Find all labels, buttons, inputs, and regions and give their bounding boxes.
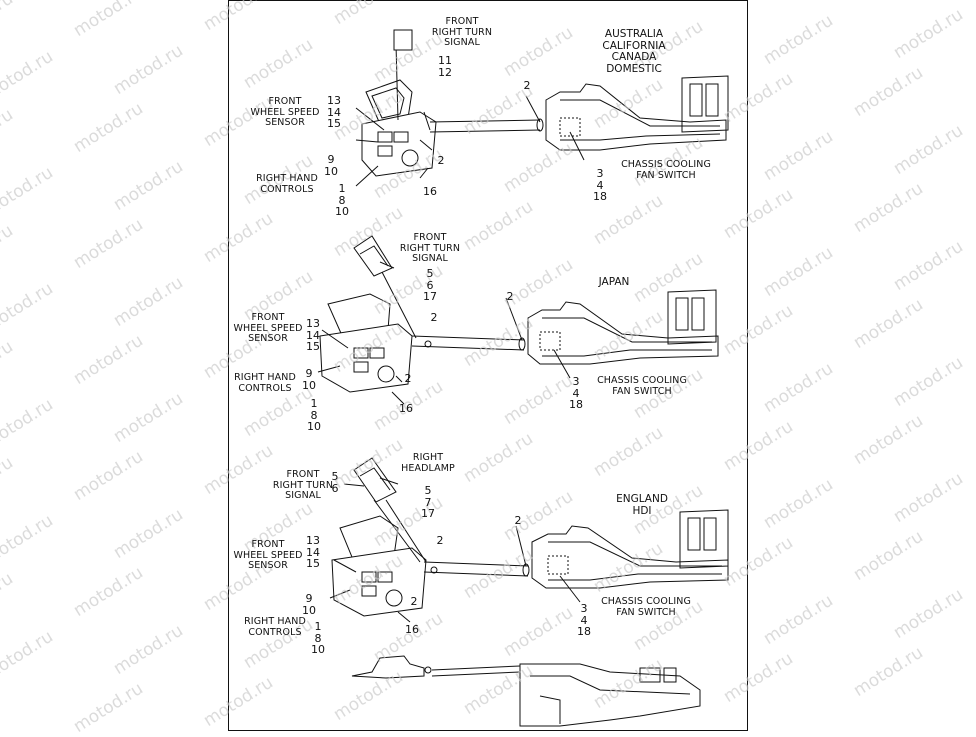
p1-callout-2a: 2 bbox=[523, 79, 531, 92]
p3-headlamp-nums: 5 7 17 bbox=[421, 484, 435, 520]
p3-fan-switch-nums: 3 4 18 bbox=[577, 602, 591, 638]
p3-hand-controls-label: RIGHT HAND CONTROLS bbox=[244, 616, 306, 638]
p1-turn-signal-nums: 11 12 bbox=[438, 54, 452, 79]
p2-callout-2a: 2 bbox=[506, 290, 514, 303]
p3-callout-16: 16 bbox=[405, 623, 419, 636]
p2-hand-controls-label: RIGHT HAND CONTROLS bbox=[234, 372, 296, 394]
p3-fan-switch-label: CHASSIS COOLING FAN SWITCH bbox=[601, 596, 691, 618]
p2-callout-2c: 2 bbox=[404, 372, 412, 385]
p1-wheel-speed-label: FRONT WHEEL SPEED SENSOR bbox=[250, 96, 320, 128]
p2-turn-signal-nums: 5 6 17 bbox=[423, 267, 437, 303]
p2-hand-nums-a: 9 10 bbox=[302, 367, 316, 392]
p3-callout-2c: 2 bbox=[410, 595, 418, 608]
p3-turn-signal-nums: 5 6 bbox=[331, 470, 339, 495]
p3-wheel-speed-nums: 13 14 15 bbox=[306, 534, 320, 570]
p2-callout-2b: 2 bbox=[430, 311, 438, 324]
p1-hand-controls-label: RIGHT HAND CONTROLS bbox=[256, 173, 318, 195]
panel-1-drawing bbox=[355, 29, 729, 187]
p3-turn-signal-label: FRONT RIGHT TURN SIGNAL bbox=[272, 469, 334, 501]
p1-turn-signal-label: FRONT RIGHT TURN SIGNAL bbox=[431, 16, 493, 48]
p3-headlamp-label: RIGHT HEADLAMP bbox=[401, 452, 455, 474]
p2-wheel-speed-label: FRONT WHEEL SPEED SENSOR bbox=[233, 312, 303, 344]
p1-wheel-speed-nums: 13 14 15 bbox=[327, 94, 341, 130]
p2-wheel-speed-nums: 13 14 15 bbox=[306, 317, 320, 353]
p2-fan-switch-nums: 3 4 18 bbox=[569, 375, 583, 411]
p1-fan-switch-label: CHASSIS COOLING FAN SWITCH bbox=[621, 159, 711, 181]
p2-callout-16: 16 bbox=[399, 402, 413, 415]
p1-callout-2b: 2 bbox=[437, 154, 445, 167]
bottom-detail-drawing bbox=[351, 655, 701, 727]
p2-hand-nums-b: 1 8 10 bbox=[307, 397, 321, 433]
p3-region-label: ENGLAND HDI bbox=[616, 493, 668, 517]
p3-wheel-speed-label: FRONT WHEEL SPEED SENSOR bbox=[233, 539, 303, 571]
p1-hand-nums-b: 1 8 10 bbox=[335, 182, 349, 218]
p1-region-label: AUSTRALIA CALIFORNIA CANADA DOMESTIC bbox=[602, 28, 666, 75]
p2-region-label: JAPAN bbox=[598, 276, 630, 288]
panel-3-drawing bbox=[329, 457, 729, 623]
p3-callout-2b: 2 bbox=[436, 534, 444, 547]
p2-fan-switch-label: CHASSIS COOLING FAN SWITCH bbox=[597, 375, 687, 397]
p1-callout-16: 16 bbox=[423, 185, 437, 198]
p3-hand-nums-a: 9 10 bbox=[302, 592, 316, 617]
p2-turn-signal-label: FRONT RIGHT TURN SIGNAL bbox=[399, 232, 461, 264]
p1-fan-switch-nums: 3 4 18 bbox=[593, 167, 607, 203]
p3-callout-2a: 2 bbox=[514, 514, 522, 527]
p1-hand-nums-a: 9 10 bbox=[324, 153, 338, 178]
p3-hand-nums-b: 1 8 10 bbox=[311, 620, 325, 656]
panel-2-drawing bbox=[317, 235, 719, 405]
